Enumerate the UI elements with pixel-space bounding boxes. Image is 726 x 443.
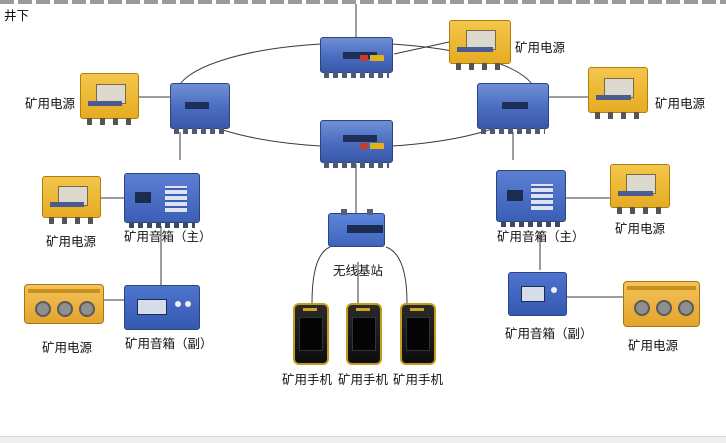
speaker-sub-left (124, 285, 200, 330)
speaker-sub-right (508, 272, 567, 316)
mining-phone-2 (346, 303, 382, 365)
power-supply-mid-right (610, 164, 670, 214)
link-top-power (393, 41, 450, 55)
page-title: 井下 (4, 8, 30, 23)
wireless-base-station (328, 209, 385, 247)
label-power-bottom-right: 矿用电源 (628, 338, 679, 353)
power-supply-mid-left (42, 176, 101, 224)
speaker-main-right (496, 170, 566, 227)
top-border-strip (0, 0, 726, 4)
speaker-main-left (124, 173, 200, 228)
label-power-left: 矿用电源 (25, 96, 76, 111)
label-power-bottom-left: 矿用电源 (42, 340, 93, 355)
power-supply-bottom-left (24, 284, 104, 324)
mining-phone-3 (400, 303, 436, 365)
link-base-phone-1 (311, 246, 331, 304)
label-speaker-main-left: 矿用音箱（主） (124, 229, 212, 244)
bottom-divider (0, 436, 726, 437)
network-switch-left (170, 83, 230, 134)
bottom-band (0, 437, 726, 443)
power-supply-bottom-right (623, 281, 700, 327)
link-base-phone-3 (385, 246, 408, 304)
label-phone-3: 矿用手机 (393, 372, 444, 387)
label-power-mid-left: 矿用电源 (46, 234, 97, 249)
label-base-station: 无线基站 (333, 263, 384, 278)
power-supply-top-right (449, 20, 511, 70)
power-supply-right (588, 67, 648, 119)
label-phone-2: 矿用手机 (338, 372, 389, 387)
network-switch-center (320, 120, 393, 168)
power-supply-left (80, 73, 139, 125)
label-speaker-sub-left: 矿用音箱（副） (125, 336, 213, 351)
mining-phone-1 (293, 303, 329, 365)
label-power-right: 矿用电源 (655, 96, 706, 111)
label-phone-1: 矿用手机 (282, 372, 333, 387)
label-speaker-sub-right: 矿用音箱（副） (505, 326, 593, 341)
label-power-mid-right: 矿用电源 (615, 221, 666, 236)
network-switch-top (320, 37, 393, 78)
label-speaker-main-right: 矿用音箱（主） (497, 229, 585, 244)
label-power-top-right: 矿用电源 (515, 40, 566, 55)
network-switch-right (477, 83, 549, 134)
